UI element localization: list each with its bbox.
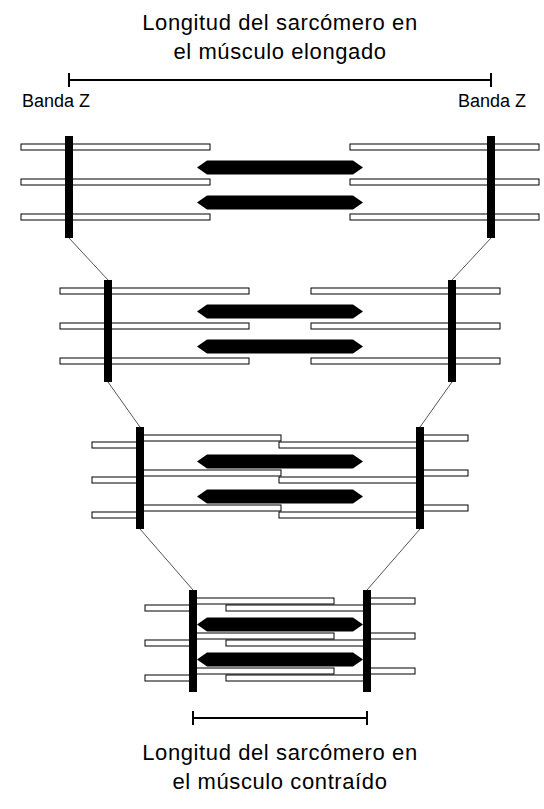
band-label: Banda Z <box>22 90 90 112</box>
thin-filament <box>21 214 69 220</box>
bracket-tick <box>366 711 368 725</box>
thin-filament <box>311 288 452 294</box>
thin-filament <box>21 179 69 185</box>
bracket-tick <box>490 73 492 87</box>
z-band <box>104 280 112 382</box>
guide-line <box>140 529 193 590</box>
thin-filament <box>140 470 281 476</box>
thin-filament <box>145 605 193 611</box>
thin-filament <box>367 668 415 674</box>
thin-filament <box>226 605 367 611</box>
guide-lines <box>69 238 491 590</box>
guide-line <box>452 238 491 280</box>
thin-filament <box>226 675 367 681</box>
guide-line <box>420 382 452 427</box>
z-band <box>448 280 456 382</box>
bracket-tick <box>68 73 70 87</box>
thin-filament <box>226 640 367 646</box>
thin-filament <box>420 470 468 476</box>
thin-filament <box>193 633 334 639</box>
thin-filament <box>108 288 249 294</box>
band-label: Banda Z <box>458 90 526 112</box>
z-band <box>189 590 197 692</box>
thin-filament <box>420 505 468 511</box>
thick-filament <box>197 305 363 319</box>
thin-filament <box>145 640 193 646</box>
thin-filament <box>491 144 539 150</box>
thick-filament <box>197 340 363 354</box>
guide-line <box>367 529 420 590</box>
guide-line <box>69 238 108 280</box>
z-band <box>487 136 495 238</box>
thin-filament <box>69 214 210 220</box>
bracket-tick <box>192 711 194 725</box>
length-bracket <box>193 717 367 719</box>
thin-filament <box>350 179 491 185</box>
thin-filament <box>279 477 420 483</box>
thin-filament <box>452 358 500 364</box>
z-band <box>416 427 424 529</box>
thin-filament <box>491 214 539 220</box>
length-brackets <box>69 73 491 725</box>
thin-filament <box>311 358 452 364</box>
thin-filament <box>69 144 210 150</box>
thin-filament <box>452 288 500 294</box>
thick-filament <box>197 161 363 175</box>
thick-filament <box>197 490 363 504</box>
thin-filament <box>193 668 334 674</box>
thin-filament <box>69 179 210 185</box>
thin-filament <box>108 323 249 329</box>
thin-filament <box>140 435 281 441</box>
thin-filament <box>452 323 500 329</box>
thin-filament <box>311 323 452 329</box>
thin-filament <box>60 288 108 294</box>
length-bracket <box>69 79 491 81</box>
thin-filament <box>350 144 491 150</box>
thin-filament <box>367 633 415 639</box>
thick-filament <box>197 196 363 210</box>
thin-filament <box>92 512 140 518</box>
thin-filament <box>21 144 69 150</box>
thin-filaments <box>21 144 539 681</box>
thick-filaments <box>197 161 363 667</box>
thin-filament <box>108 358 249 364</box>
z-band <box>363 590 371 692</box>
thick-filament <box>197 653 363 667</box>
thick-filament <box>197 455 363 469</box>
thin-filament <box>140 505 281 511</box>
thin-filament <box>367 598 415 604</box>
thick-filament <box>197 618 363 632</box>
thin-filament <box>279 442 420 448</box>
thin-filament <box>350 214 491 220</box>
thin-filament <box>279 512 420 518</box>
thin-filament <box>145 675 193 681</box>
thin-filament <box>420 435 468 441</box>
thin-filament <box>92 477 140 483</box>
thin-filament <box>193 598 334 604</box>
heading-text: Longitud del sarcómero en el músculo con… <box>137 738 423 796</box>
heading-text: Longitud del sarcómero en el músculo elo… <box>137 8 423 66</box>
guide-line <box>108 382 140 427</box>
thin-filament <box>491 179 539 185</box>
z-band <box>136 427 144 529</box>
thin-filament <box>60 323 108 329</box>
z-band <box>65 136 73 238</box>
thin-filament <box>92 442 140 448</box>
thin-filament <box>60 358 108 364</box>
z-bands <box>65 136 495 692</box>
